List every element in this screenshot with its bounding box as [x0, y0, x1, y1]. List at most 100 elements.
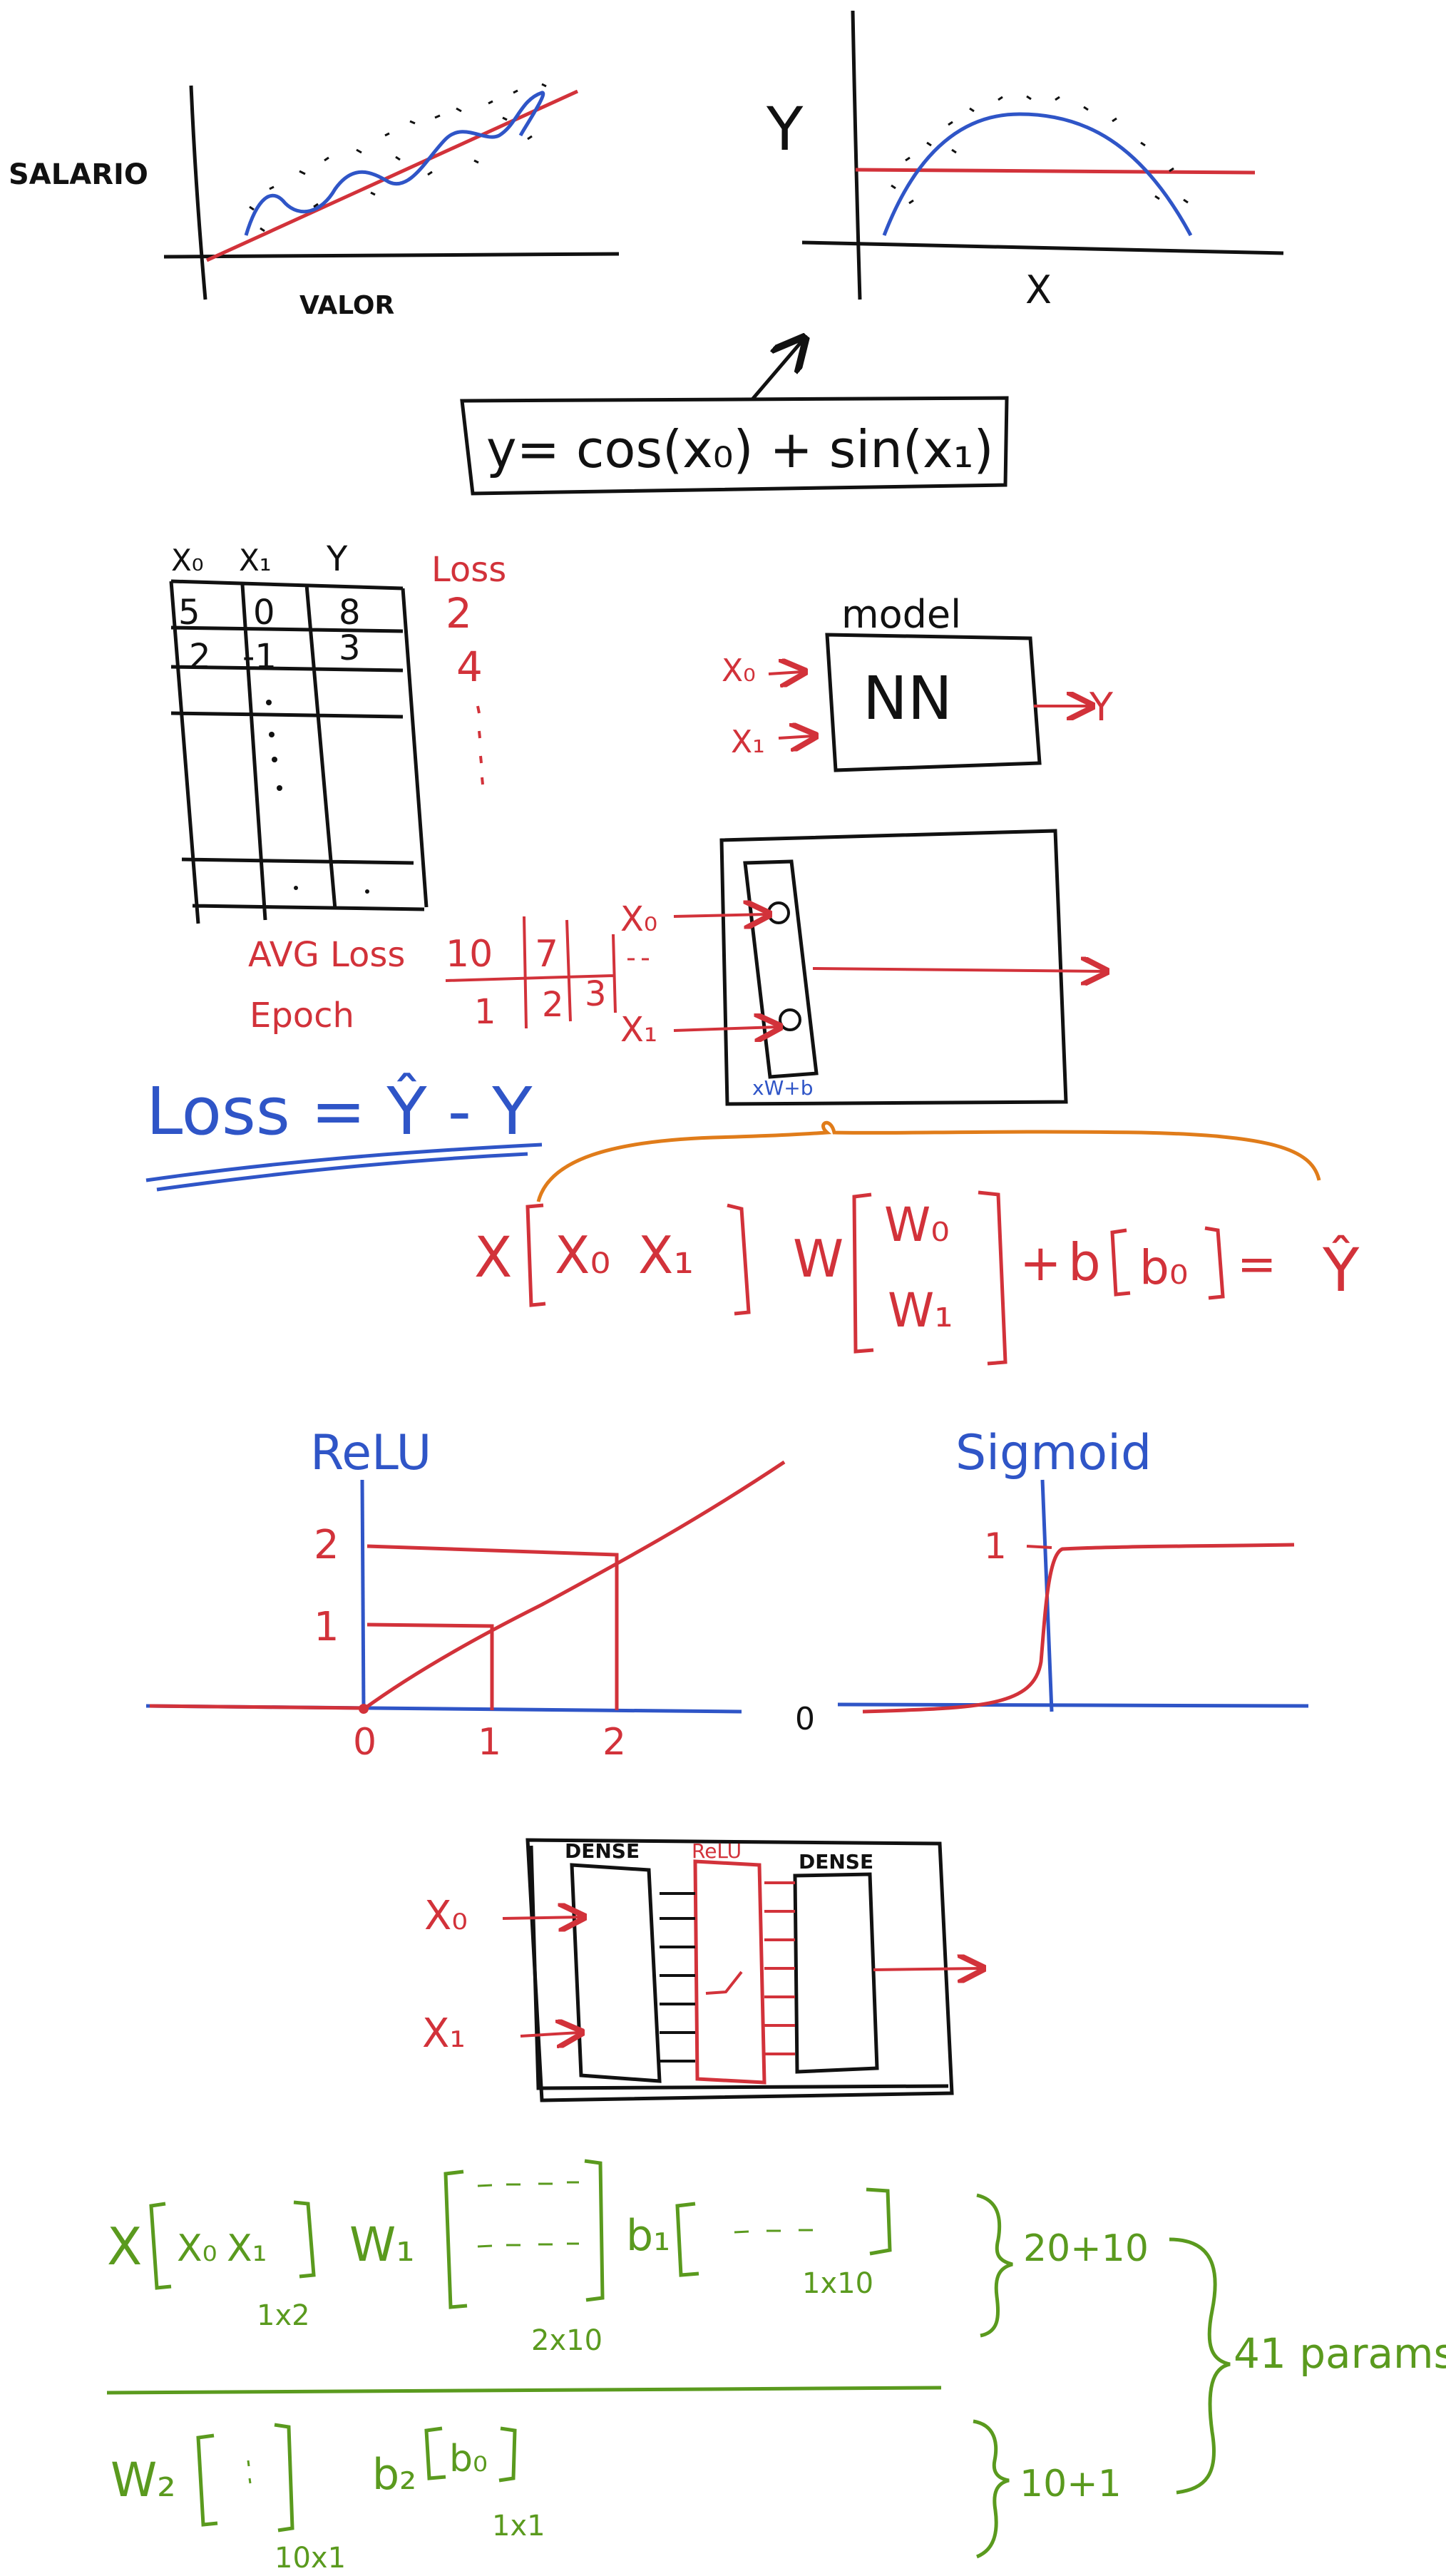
neuron-input-x0: X₀ — [620, 899, 657, 939]
neuron-layer-label: xW+b — [752, 1076, 814, 1100]
xy-linear-fit — [855, 168, 1256, 175]
curly-brace — [973, 2419, 1010, 2559]
sigmoid-x-axis — [837, 1702, 1309, 1708]
relu-x-tick: 2 — [602, 1721, 626, 1764]
matrix-x-entry: X₁ — [638, 1225, 694, 1285]
matrix-w-entry: W₀ — [884, 1197, 950, 1252]
table-cell: 5 — [178, 593, 200, 633]
table-header-x0: X₀ — [171, 543, 204, 578]
model-output-y: Y — [1089, 685, 1114, 730]
neuron-input-arrow — [673, 914, 766, 916]
epoch-value: 2 — [542, 985, 564, 1025]
params-x-entry: X₁ — [227, 2227, 267, 2270]
bracket — [274, 2423, 294, 2532]
avg-loss-label: AVG Loss — [248, 935, 405, 975]
params-b2: b₂ — [372, 2450, 416, 2500]
model-nn-label: NN — [863, 663, 953, 733]
matrix-w-entry: W₁ — [888, 1283, 953, 1338]
equation-arrow — [751, 341, 802, 401]
w2-dots — [247, 2460, 252, 2484]
relu-connections — [764, 1881, 795, 2055]
xy-chart: Y X — [766, 10, 1284, 312]
relu-layer — [693, 1859, 766, 2085]
w1-dashes — [477, 2181, 579, 2248]
layer-label-relu: ReLU — [692, 1839, 742, 1863]
matrix-equals: = — [1237, 1237, 1276, 1292]
relu-negative-branch — [149, 1704, 363, 1710]
loss-header: Loss — [431, 550, 506, 590]
network-input-x0: X₀ — [424, 1893, 468, 1939]
xy-y-axis — [851, 10, 862, 300]
xy-curve-fit — [882, 112, 1193, 237]
loss-formula: Loss = Ŷ - Y — [145, 1072, 543, 1192]
params-group-1: 20+10 — [1023, 2227, 1149, 2270]
bracket — [498, 2426, 517, 2483]
relu-guide-2 — [366, 1544, 619, 1710]
relu-origin — [359, 1704, 369, 1714]
params-w1-dim: 2x10 — [531, 2324, 602, 2357]
relu-guide-1 — [366, 1622, 494, 1710]
dense-layer-1 — [570, 1863, 662, 2083]
params-x: X — [107, 2217, 142, 2276]
table-cell: 0 — [253, 593, 275, 633]
params-x-dim: 1x2 — [257, 2299, 310, 2332]
loss-formula-text: Loss = Ŷ - Y — [146, 1072, 533, 1150]
curly-brace — [976, 2193, 1013, 2338]
model-input-arrow — [778, 736, 813, 738]
bracket — [727, 1203, 751, 1316]
avg-loss-value: 7 — [535, 933, 558, 976]
network-input-x1: X₁ — [422, 2010, 466, 2057]
data-table: X₀ X₁ Y 5 0 8 2 -1 3 Loss 2 4 — [169, 539, 506, 924]
bracket — [424, 2426, 446, 2480]
matrix-b-symbol: b — [1068, 1232, 1101, 1292]
table-cell: -1 — [242, 637, 277, 677]
neuron-input-arrow — [673, 1027, 777, 1031]
relu-title: ReLU — [310, 1425, 431, 1481]
table-grid — [169, 579, 429, 924]
xy-x-axis — [801, 240, 1284, 255]
table-header-y: Y — [326, 539, 348, 579]
relu-y-tick: 2 — [314, 1522, 339, 1568]
b1-dashes — [734, 2229, 813, 2234]
relu-y-tick: 1 — [314, 1604, 339, 1650]
bracket — [675, 2202, 699, 2277]
epoch-value: 1 — [474, 992, 496, 1032]
matrix-yhat: Ŷ — [1322, 1235, 1360, 1305]
bracket — [149, 2202, 172, 2290]
params-x-entry: X₀ — [177, 2227, 217, 2270]
matrix-x-entry: X₀ — [555, 1225, 610, 1285]
params-b1: b₁ — [626, 2211, 670, 2261]
network-diagram: DENSE ReLU DENSE X₀ X₁ — [422, 1838, 980, 2102]
network-input-arrow — [520, 2033, 579, 2036]
avg-loss-table: AVG Loss Epoch 10 7 1 2 3 — [248, 916, 649, 1036]
params-w1: W₁ — [349, 2217, 415, 2272]
salary-trend-line — [205, 89, 579, 262]
sigmoid-tick-mark — [1026, 1545, 1052, 1549]
neuron-output-arrow — [812, 968, 1104, 971]
equation-box: y= cos(x₀) + sin(x₁) — [460, 341, 1009, 496]
bracket — [443, 2169, 468, 2309]
bracket — [852, 1192, 874, 1354]
model-title: model — [841, 592, 961, 637]
params-calculation: X X₀ X₁ 1x2 W₁ 2x10 b₁ 1x10 20+10 W₂ 10x… — [106, 2159, 1446, 2575]
avg-loss-value: 10 — [446, 933, 493, 976]
bracket — [525, 1203, 546, 1307]
table-cell: 8 — [339, 593, 361, 633]
model-input-x1: X₁ — [731, 724, 765, 760]
loss-value: 4 — [456, 643, 483, 691]
total-curly-brace — [1169, 2237, 1231, 2495]
relu-x-tick: 1 — [478, 1721, 501, 1764]
salary-overfit-curve — [244, 91, 545, 236]
neuron-node — [767, 901, 790, 924]
bracket — [1204, 1226, 1225, 1300]
relu-chart: ReLU 1 2 0 1 2 — [145, 1425, 786, 1764]
params-w2-dim: 10x1 — [275, 2542, 346, 2575]
params-b2-entry: b₀ — [449, 2438, 488, 2480]
network-outer-shadow — [529, 1845, 949, 2090]
avg-loss-grid — [445, 916, 617, 1029]
equation-border — [460, 396, 1009, 496]
epoch-value: 3 — [585, 974, 607, 1014]
salary-y-label: SALARIO — [9, 158, 148, 191]
table-cell: 2 — [189, 637, 211, 677]
matrix-b-entry: b₀ — [1139, 1240, 1188, 1295]
